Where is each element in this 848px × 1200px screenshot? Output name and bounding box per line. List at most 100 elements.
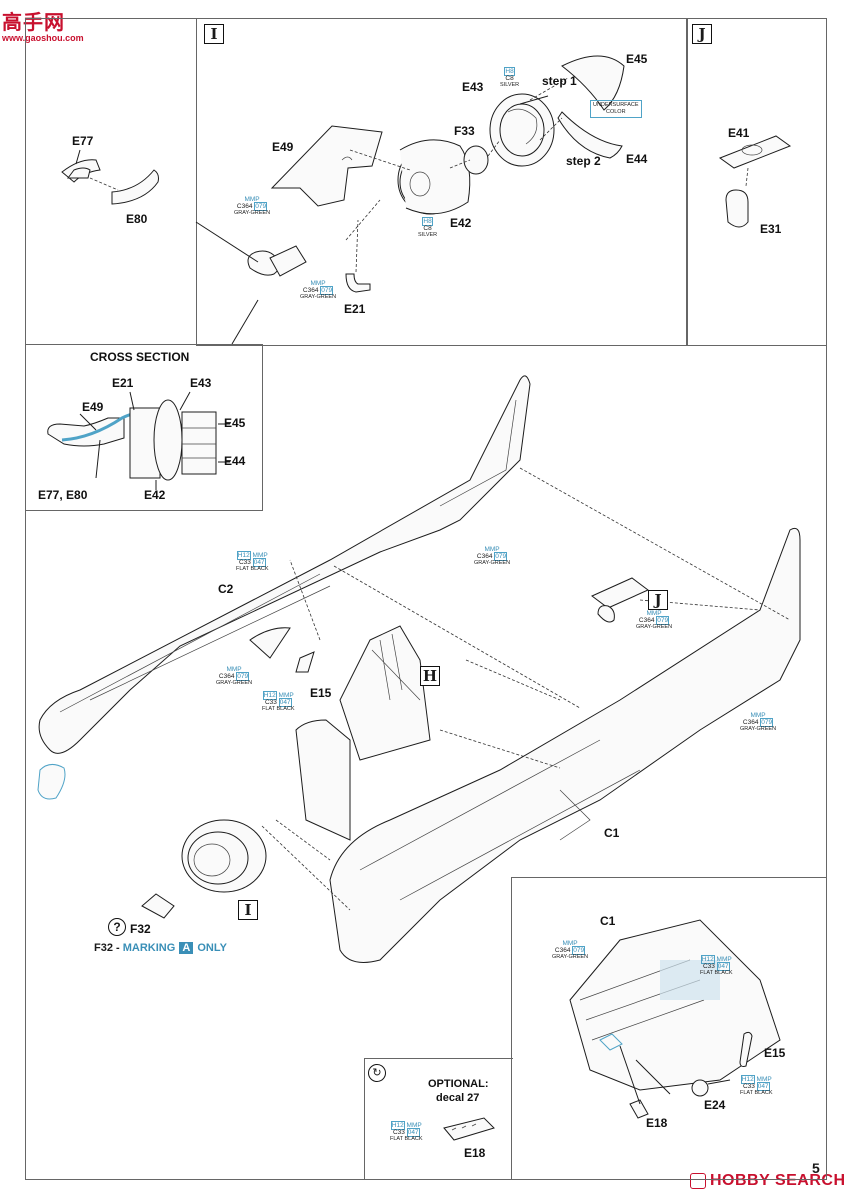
cs-label-e43: E43	[190, 376, 212, 390]
nose-ring-f32	[141, 819, 267, 919]
inset-paint-fb-e24: H12 MMP C33 047 FLAT BLACK	[740, 1075, 773, 1097]
paint-code-c: C364	[638, 617, 655, 624]
cs-label-e42: E42	[144, 488, 166, 502]
optional-e18-drawing	[443, 1117, 495, 1141]
paint-code-c: C33	[702, 963, 715, 970]
paint-code-n: 079	[656, 616, 670, 625]
paint-code-h: H12	[236, 551, 251, 560]
marking-word: MARKING	[122, 942, 176, 954]
inset-paint-fb: H12 MMP C33 047 FLAT BLACK	[700, 955, 733, 977]
paint-code-mmp: MMP	[244, 196, 260, 203]
paint-code-mmp: MMP	[406, 1122, 422, 1129]
paint-code-n: 079	[320, 286, 334, 295]
paint-code-h: H8	[422, 217, 433, 226]
part-e41-e31	[718, 135, 792, 228]
paint-name: SILVER	[418, 232, 438, 238]
paint-name: GRAY-GREEN	[636, 624, 673, 630]
box-letter-J: J	[692, 24, 712, 44]
label-e41: E41	[728, 126, 750, 140]
paint-code-n: 047	[756, 1082, 770, 1091]
paint-callout-gg-tail: MMP C364 079 GRAY-GREEN	[474, 546, 510, 567]
inset-label-e15: E15	[764, 1046, 786, 1060]
paint-code-n: 079	[494, 552, 508, 561]
paint-code-n: 079	[760, 718, 774, 727]
optional-decal: decal 27	[436, 1092, 480, 1104]
optional-title: OPTIONAL:	[428, 1078, 489, 1090]
watermark-logo-text: 高手网	[2, 10, 65, 34]
cross-section-drawing	[47, 391, 230, 490]
paint-code-mmp: MMP	[278, 692, 294, 699]
cs-label-e77-e80: E77, E80	[38, 488, 88, 502]
label-f33: F33	[454, 124, 475, 138]
paint-code-c: C8	[423, 225, 432, 232]
paint-callout-silver-top: H8 C8 SILVER	[500, 67, 520, 89]
marking-letter-badge: A	[179, 942, 194, 954]
box-letter-H: H	[420, 666, 440, 686]
paint-code-h: H12	[740, 1075, 755, 1084]
paint-callout-gg-fus: MMP C364 079 GRAY-GREEN	[740, 712, 776, 733]
label-e80: E80	[126, 212, 148, 226]
paint-code-n: 079	[236, 672, 250, 681]
paint-code-c: C364	[302, 287, 319, 294]
panel-J-frame	[686, 18, 827, 346]
part-e15-c2	[37, 627, 315, 800]
inset-frame	[511, 877, 827, 1180]
paint-name: GRAY-GREEN	[234, 210, 271, 216]
paint-name: GRAY-GREEN	[740, 726, 777, 732]
part-f33-ring	[463, 145, 489, 175]
paint-name: SILVER	[500, 82, 520, 88]
paint-code-c: C8	[505, 75, 514, 82]
paint-code-c: C33	[742, 1083, 755, 1090]
cs-label-e49: E49	[82, 400, 104, 414]
paint-code-h: H12	[700, 955, 715, 964]
paint-callout-gg-e21: MMP C364 079 GRAY-GREEN	[300, 280, 336, 301]
paint-code-n: 079	[572, 946, 586, 955]
paint-name: FLAT BLACK	[700, 970, 733, 976]
fuselage-right-half	[329, 527, 801, 963]
underside-color-note: UNDERSURFACE COLOR	[590, 100, 642, 118]
watermark-logo: 高手网 www.gaoshou.com	[2, 6, 84, 43]
marking-prefix: F32 -	[94, 942, 123, 954]
label-f32: F32	[130, 922, 151, 936]
cycle-icon: ↻	[368, 1064, 386, 1082]
paint-code-c: C33	[238, 559, 251, 566]
paint-code-c: C33	[264, 699, 277, 706]
watermark-url: www.gaoshou.com	[2, 33, 84, 43]
panel-I-frame	[196, 18, 688, 346]
inset-paint-gg: MMP C364 079 GRAY-GREEN	[552, 940, 588, 961]
label-e42: E42	[450, 216, 472, 230]
question-mark-icon: ?	[108, 918, 126, 936]
paint-code-c: C364	[236, 203, 253, 210]
paint-code-c: C33	[392, 1129, 405, 1136]
inset-label-c1: C1	[600, 914, 616, 928]
paint-code-mmp: MMP	[562, 940, 578, 947]
watermark-hobbysearch-text: HOBBY SEARCH	[710, 1172, 846, 1189]
paint-code-mmp: MMP	[646, 610, 662, 617]
part-e21-pipe	[247, 245, 371, 293]
paint-code-c: C364	[742, 719, 759, 726]
paint-name: GRAY-GREEN	[474, 560, 511, 566]
label-c2: C2	[218, 582, 234, 596]
label-e44: E44	[626, 152, 648, 166]
label-e49: E49	[272, 140, 294, 154]
paint-code-n: 047	[252, 558, 266, 567]
label-e45: E45	[626, 52, 648, 66]
part-e49-panel	[270, 125, 383, 207]
paint-code-c: C364	[476, 553, 493, 560]
inset-label-e24: E24	[704, 1098, 726, 1112]
paint-code-mmp: MMP	[716, 956, 732, 963]
paint-name: GRAY-GREEN	[300, 294, 337, 300]
paint-code-n: 047	[278, 698, 292, 707]
label-c1: C1	[604, 826, 620, 840]
part-e42-housing	[397, 139, 471, 215]
paint-code-c: C364	[218, 673, 235, 680]
cross-section-title: CROSS SECTION	[90, 350, 190, 364]
label-e77: E77	[72, 134, 94, 148]
box-letter-J-main: J	[648, 590, 668, 610]
paint-callout-silver-mid: H8 C8 SILVER	[418, 217, 438, 239]
part-j-main	[591, 577, 649, 623]
cs-label-e45: E45	[224, 416, 246, 430]
paint-name: FLAT BLACK	[262, 706, 295, 712]
watermark-hobbysearch: HOBBY SEARCH	[690, 1172, 846, 1190]
